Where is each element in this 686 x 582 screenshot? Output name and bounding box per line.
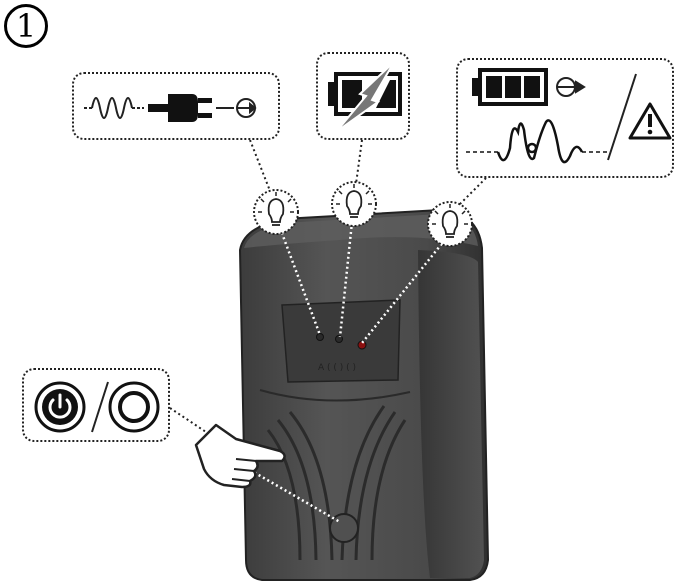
- arrow-out-icon: [236, 98, 257, 118]
- leader-lines-outer: [169, 139, 487, 441]
- callout-battery-charging: [316, 52, 410, 140]
- led-charging: [335, 335, 343, 343]
- vent-grooves-left: [266, 411, 334, 561]
- bulb-icon: [331, 181, 377, 227]
- device-power-button: [329, 513, 359, 543]
- ac-sine-wave-icon: [84, 97, 144, 119]
- battery-full-icon: [472, 68, 548, 106]
- divider-slash: [607, 73, 637, 161]
- callout-battery-fault: [456, 58, 674, 178]
- power-on-icon: [34, 381, 86, 433]
- bulb-icon: [427, 201, 473, 247]
- leader-lines: [249, 221, 449, 524]
- pointing-hand-icon: [194, 423, 286, 489]
- power-plug-icon: [148, 94, 234, 122]
- battery-charging-icon: [328, 61, 402, 133]
- power-off-icon: [108, 381, 160, 433]
- step-number-badge: 1: [4, 4, 48, 48]
- led-fault: [357, 340, 367, 350]
- callout-power-button: [22, 368, 170, 442]
- ups-device: A ( ( ) ( ): [238, 208, 490, 581]
- warning-triangle-icon: [628, 102, 672, 140]
- distorted-wave-icon: [466, 119, 608, 164]
- callout-mains-power: [72, 72, 280, 140]
- led-mains: [316, 333, 324, 341]
- step-number: 1: [15, 7, 37, 45]
- bulb-icon: [253, 189, 299, 235]
- divider-slash: [91, 381, 109, 433]
- panel-label: A ( ( ) ( ): [318, 363, 356, 373]
- arrow-out-icon: [556, 77, 586, 97]
